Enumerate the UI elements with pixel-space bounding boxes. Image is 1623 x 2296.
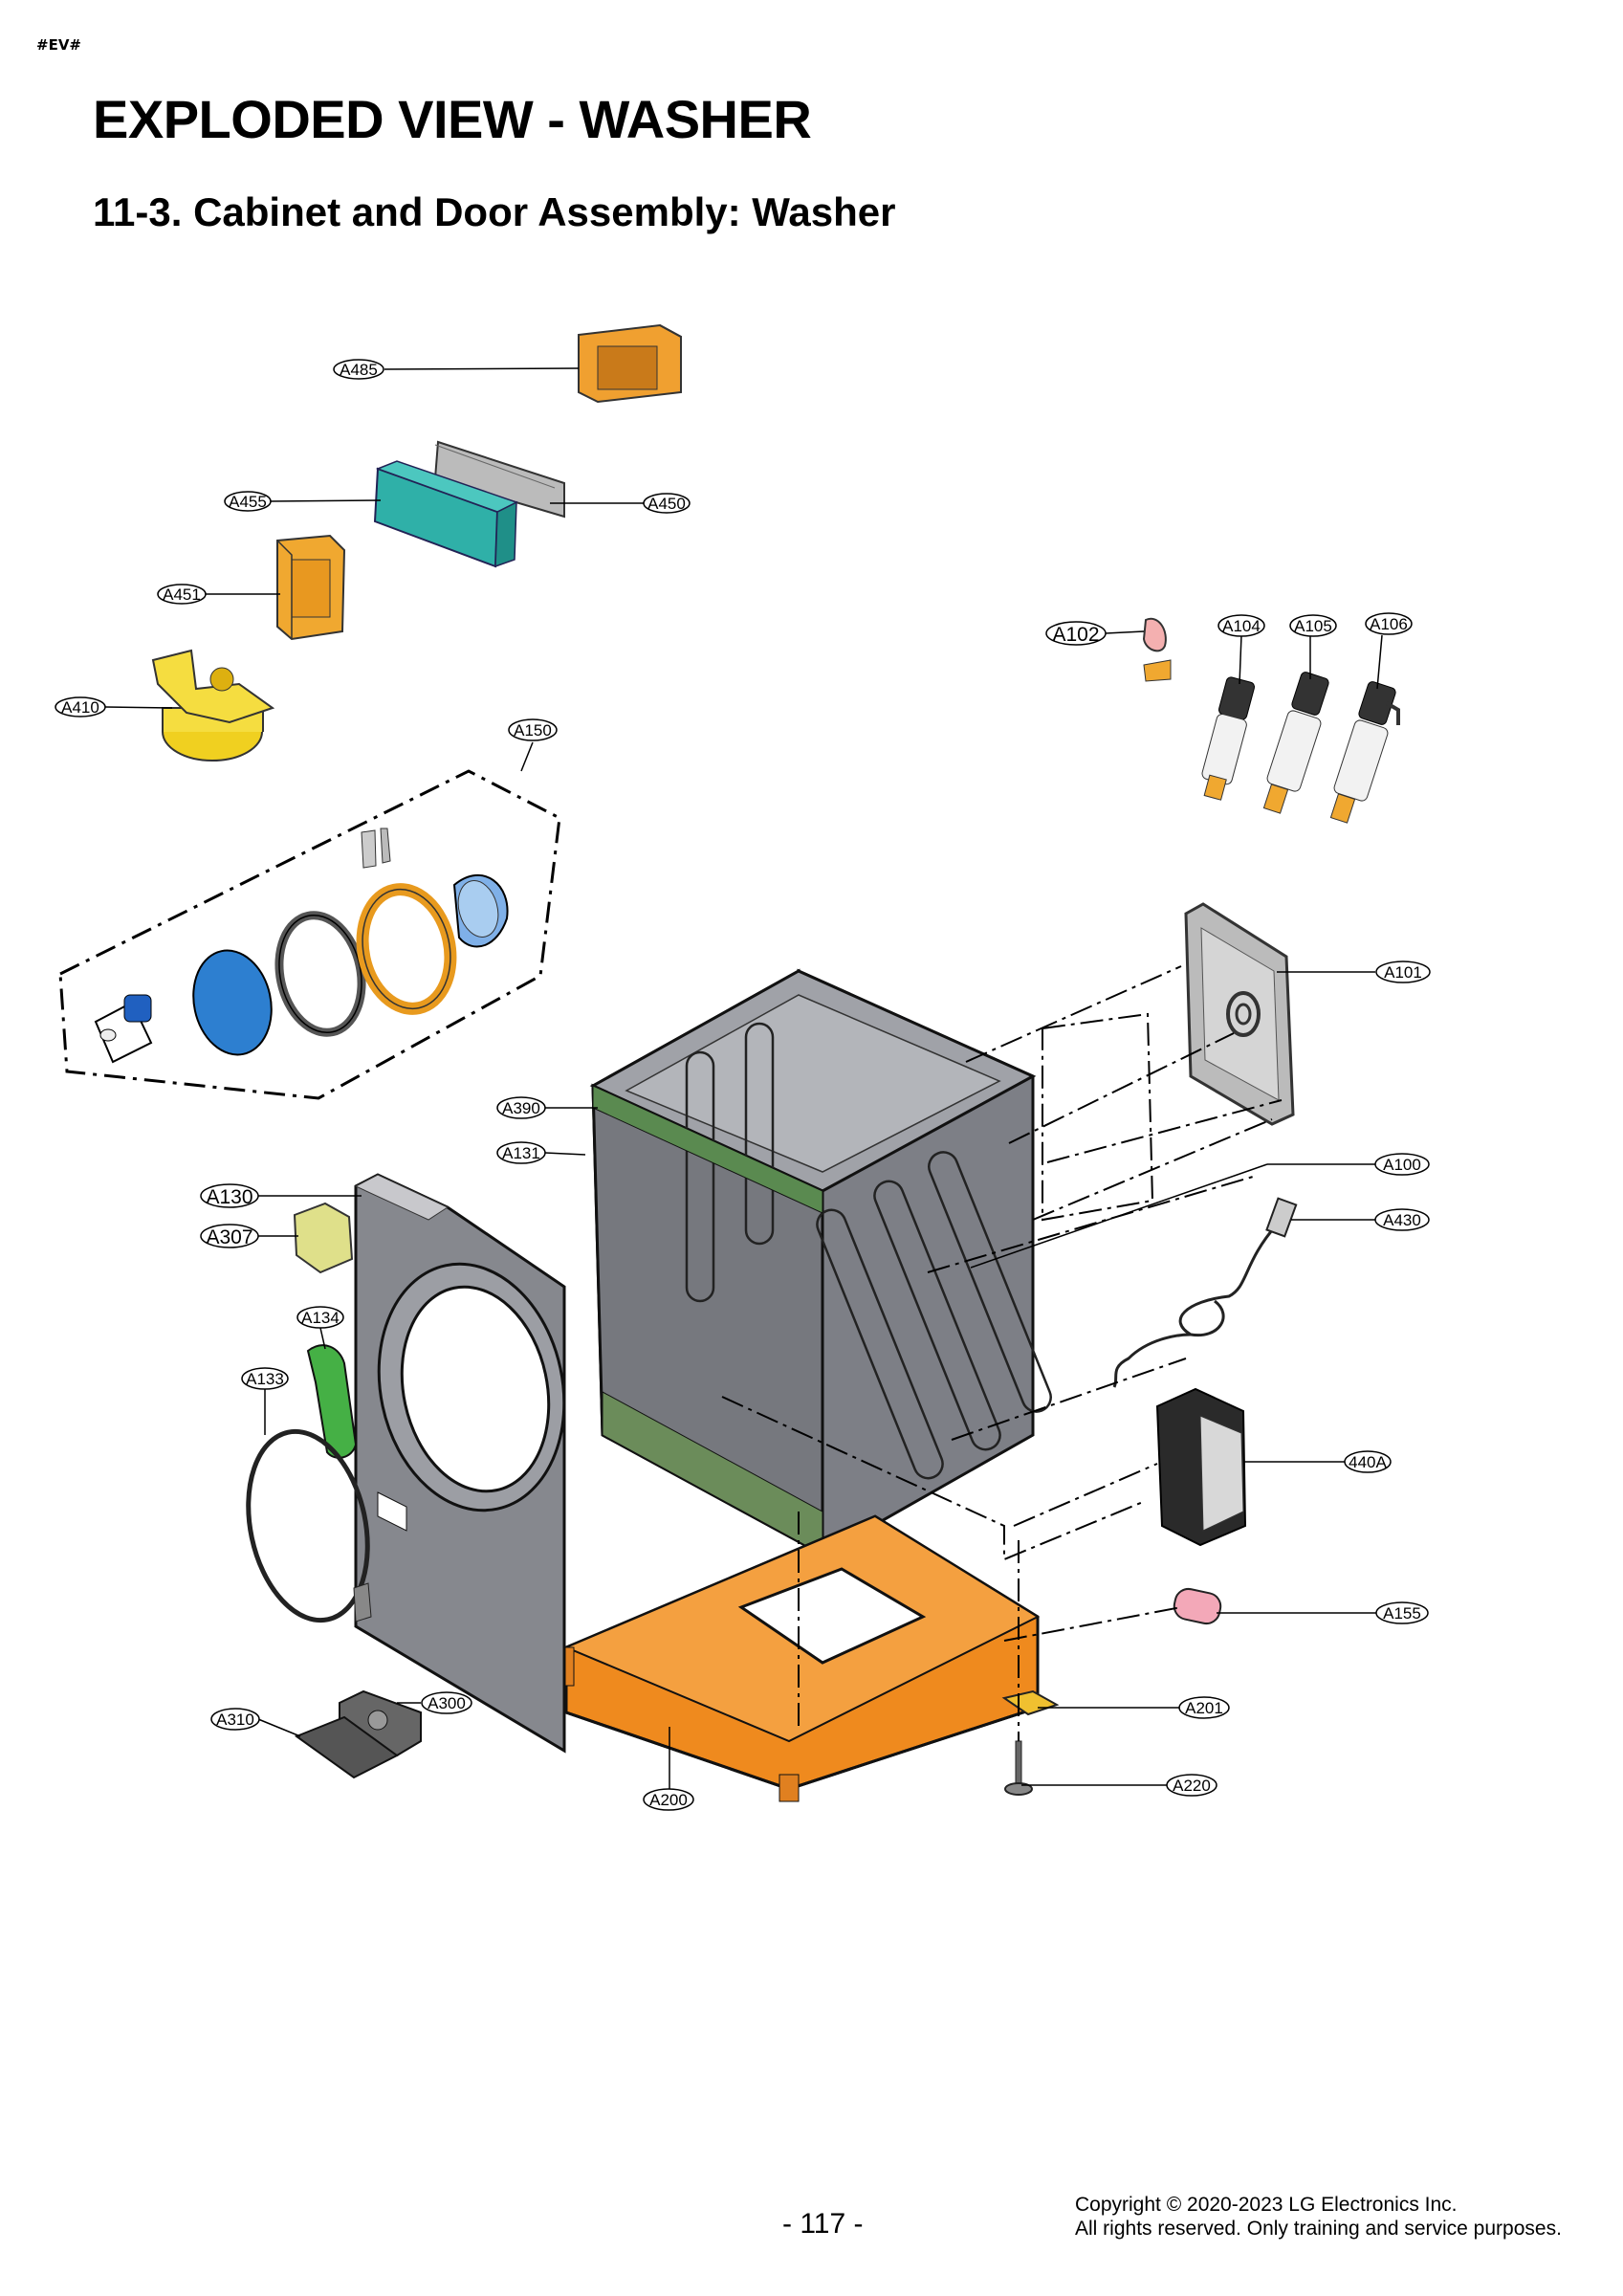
- svg-text:A131: A131: [502, 1144, 540, 1162]
- callout-a131: A131: [496, 1141, 546, 1164]
- part-a455-a450-illustration: [373, 440, 565, 568]
- callout-a150: A150: [508, 718, 558, 741]
- callout-a133: A133: [241, 1367, 289, 1390]
- part-a451-illustration: [276, 534, 346, 641]
- svg-text:A430: A430: [1383, 1211, 1421, 1229]
- copyright-line-2: All rights reserved. Only training and s…: [1075, 2218, 1562, 2240]
- svg-text:A450: A450: [647, 495, 686, 513]
- part-a485-illustration: [578, 323, 682, 404]
- callout-a101: A101: [1375, 960, 1431, 983]
- part-a155-illustration: [1173, 1587, 1222, 1625]
- callout-440a: 440A: [1344, 1450, 1392, 1473]
- svg-text:A133: A133: [246, 1370, 284, 1388]
- page-number: - 117 -: [782, 2208, 864, 2240]
- callout-a430: A430: [1374, 1208, 1430, 1231]
- part-a130-front-panel-illustration: [354, 1173, 566, 1754]
- svg-text:A106: A106: [1370, 615, 1408, 633]
- svg-text:A104: A104: [1222, 617, 1261, 635]
- callout-a105: A105: [1289, 614, 1337, 637]
- callout-a201: A201: [1178, 1696, 1230, 1719]
- leader-lines: [104, 367, 1383, 1789]
- part-440a-illustration: [1155, 1387, 1247, 1547]
- callout-a390: A390: [496, 1096, 546, 1119]
- svg-text:A100: A100: [1383, 1156, 1421, 1174]
- svg-text:A155: A155: [1383, 1604, 1421, 1623]
- callout-a130: A130: [200, 1183, 259, 1208]
- copyright-notice: Copyright © 2020-2023 LG Electronics Inc…: [1075, 2193, 1562, 2241]
- part-a300-a310-illustration: [294, 1689, 422, 1779]
- svg-text:440A: 440A: [1349, 1453, 1387, 1471]
- part-a307-illustration: [293, 1202, 354, 1274]
- part-a220-illustration: [1004, 1740, 1033, 1796]
- callout-a155: A155: [1375, 1601, 1429, 1624]
- door-subassembly-frame: [58, 769, 561, 1100]
- svg-text:A451: A451: [163, 585, 201, 604]
- part-a134-hinge-illustration: [306, 1344, 358, 1459]
- svg-text:A130: A130: [206, 1186, 252, 1208]
- callout-a100: A100: [1374, 1153, 1430, 1176]
- callout-a310: A310: [210, 1708, 260, 1731]
- part-a410-illustration: [151, 649, 275, 762]
- callout-a106: A106: [1365, 612, 1413, 635]
- svg-text:A485: A485: [340, 361, 378, 379]
- callout-a485: A485: [333, 359, 384, 380]
- callout-a455: A455: [224, 491, 272, 512]
- part-a200-base-illustration: [556, 1514, 1041, 1802]
- part-a133-ring-illustration: [246, 1428, 372, 1623]
- svg-text:A101: A101: [1384, 963, 1422, 982]
- svg-text:A390: A390: [502, 1099, 540, 1117]
- part-hoses-illustration: [1142, 617, 1400, 824]
- svg-text:A220: A220: [1173, 1777, 1211, 1795]
- copyright-line-1: Copyright © 2020-2023 LG Electronics Inc…: [1075, 2194, 1458, 2216]
- section-marker: #EV#: [36, 36, 81, 54]
- svg-text:A102: A102: [1052, 624, 1099, 646]
- svg-text:A300: A300: [428, 1694, 466, 1712]
- callout-a300: A300: [421, 1691, 472, 1714]
- svg-text:A201: A201: [1185, 1699, 1223, 1717]
- door-subparts-illustration: [94, 828, 509, 1064]
- svg-text:A134: A134: [301, 1309, 340, 1327]
- callout-a450: A450: [643, 493, 691, 514]
- callout-a451: A451: [157, 584, 207, 605]
- svg-text:A455: A455: [229, 493, 267, 511]
- callout-a307: A307: [200, 1224, 259, 1248]
- part-cabinet-illustration: [589, 968, 1052, 1557]
- part-a430-cord-illustration: [1112, 1197, 1298, 1388]
- svg-text:A200: A200: [649, 1791, 688, 1809]
- callout-a104: A104: [1217, 614, 1265, 637]
- part-a201-illustration: [1001, 1689, 1060, 1716]
- callout-a134: A134: [296, 1306, 344, 1329]
- svg-text:A307: A307: [206, 1226, 252, 1248]
- callout-a220: A220: [1166, 1774, 1217, 1797]
- page-title: EXPLODED VIEW - WASHER: [93, 89, 812, 149]
- svg-text:A410: A410: [61, 698, 99, 717]
- svg-text:A310: A310: [216, 1711, 254, 1729]
- svg-text:A105: A105: [1294, 617, 1332, 635]
- svg-text:A150: A150: [514, 721, 552, 740]
- assembly-guide-lines: [721, 965, 1283, 1741]
- callout-a102: A102: [1045, 621, 1107, 646]
- callout-a200: A200: [643, 1788, 694, 1811]
- section-subtitle: 11-3. Cabinet and Door Assembly: Washer: [93, 189, 896, 234]
- part-a101-illustration: [1184, 902, 1295, 1126]
- callout-a410: A410: [55, 696, 106, 718]
